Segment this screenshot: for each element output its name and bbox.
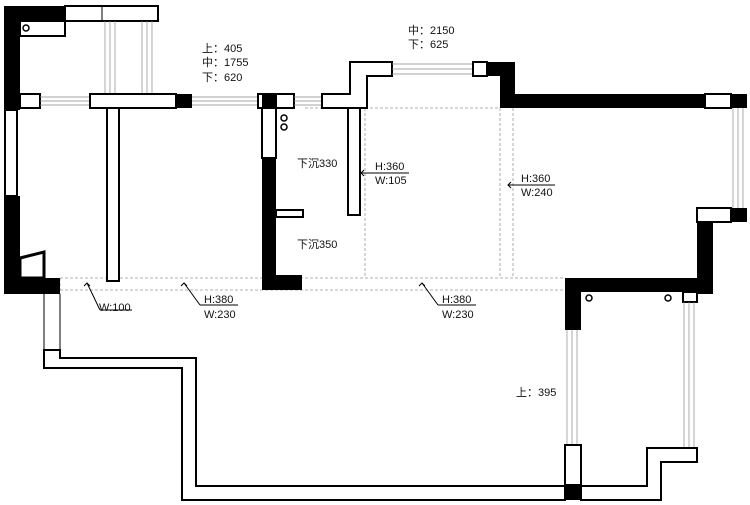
top-middle-bay-window [321, 61, 515, 216]
interior-partition-left [106, 107, 120, 282]
window-balcony-label: 上：395 [516, 386, 556, 399]
dashed-lines [59, 107, 565, 350]
balcony-windows [564, 302, 695, 500]
beam-left-w: W:105 [375, 175, 407, 187]
sunken-330-label: 下沉330 [297, 157, 337, 170]
window-top-left-line1: 上：405 [202, 42, 242, 55]
window-top-left-line2: 中：1755 [202, 56, 248, 69]
window-top-mid-line2: 下：625 [408, 39, 448, 51]
beam-right-w: W:240 [521, 187, 553, 199]
window-top-mid-line1: 中：2150 [408, 24, 454, 37]
top-left-bay-window [64, 5, 159, 94]
beam-left-h: H:360 [375, 161, 404, 173]
balcony-outline [43, 294, 698, 501]
right-upper-wall [500, 93, 747, 330]
beam-bottom-right-w: W:230 [442, 309, 474, 321]
beam-markers [83, 169, 518, 311]
dimension-labels: 上：405 中：1755 下：620 中：2150 下：625 下沉330 下沉… [99, 24, 556, 399]
beam-right-h: H:360 [521, 173, 550, 185]
window-top-left-line3: 下：620 [202, 72, 242, 84]
beam-bottom-left-h: H:380 [204, 294, 233, 306]
sunken-350-label: 下沉350 [297, 238, 337, 251]
beam-bottom-right-h: H:380 [442, 294, 471, 306]
left-exterior-wall [4, 6, 66, 294]
beam-bottom-left-w: W:230 [204, 309, 236, 321]
beam-w100: W:100 [99, 302, 131, 314]
central-wall [257, 93, 322, 290]
top-window-strip-left [19, 93, 258, 109]
